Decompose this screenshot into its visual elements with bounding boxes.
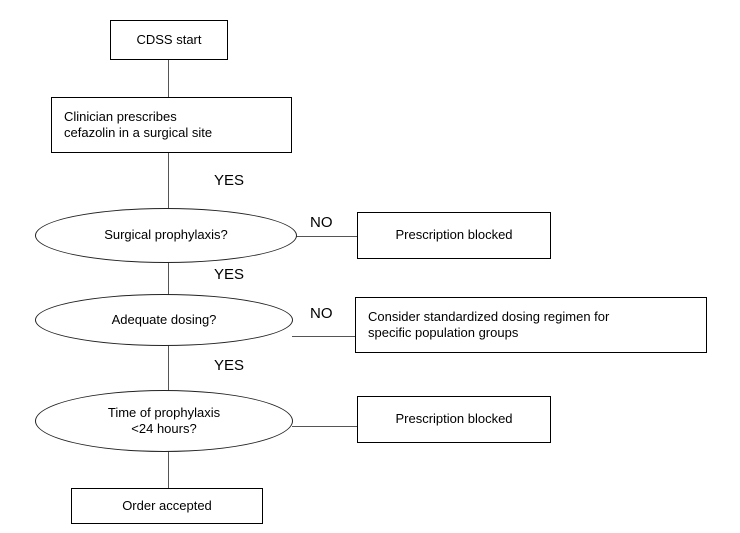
connector-timing-to-accepted [168,445,169,488]
connector-prophylaxis-no-to-blocked [294,236,357,237]
node-prescription-blocked-2[interactable]: Prescription blocked [357,396,551,443]
node-consider-regimen[interactable]: Consider standardized dosing regimen for… [355,297,707,353]
node-order-accepted[interactable]: Order accepted [71,488,263,524]
edge-label-yes-2: YES [214,266,245,283]
node-adequate-dosing-decision[interactable]: Adequate dosing? [35,294,293,346]
node-time-of-prophylaxis-label: Time of prophylaxis <24 hours? [107,404,221,436]
connector-prophylaxis-yes-to-dosing [168,255,169,301]
connector-start-to-prescribe [168,60,169,97]
edge-label-no-1: NO [310,214,333,231]
node-clinician-prescribes[interactable]: Clinician prescribes cefazolin in a surg… [51,97,292,153]
node-prescription-blocked-1-label: Prescription blocked [395,227,513,243]
connector-dosing-yes-to-timing [168,341,169,394]
node-order-accepted-label: Order accepted [122,497,212,513]
connector-timing-to-blocked [292,426,357,427]
node-cdss-start[interactable]: CDSS start [110,20,228,60]
node-adequate-dosing-label: Adequate dosing? [111,311,217,327]
edge-label-yes-3: YES [214,357,245,374]
node-prescription-blocked-1[interactable]: Prescription blocked [357,212,551,259]
connector-prescribe-to-prophylaxis [168,153,169,213]
node-prescription-blocked-2-label: Prescription blocked [395,411,513,427]
node-clinician-prescribes-label: Clinician prescribes cefazolin in a surg… [64,108,213,140]
connector-dosing-no-to-regimen [292,336,355,337]
node-cdss-start-label: CDSS start [136,31,202,47]
node-consider-regimen-label: Consider standardized dosing regimen for… [368,308,610,340]
edge-label-no-2: NO [310,305,333,322]
node-time-of-prophylaxis-decision[interactable]: Time of prophylaxis <24 hours? [35,390,293,452]
node-surgical-prophylaxis-decision[interactable]: Surgical prophylaxis? [35,208,297,263]
edge-label-yes-1: YES [214,172,245,189]
node-surgical-prophylaxis-label: Surgical prophylaxis? [104,227,228,243]
